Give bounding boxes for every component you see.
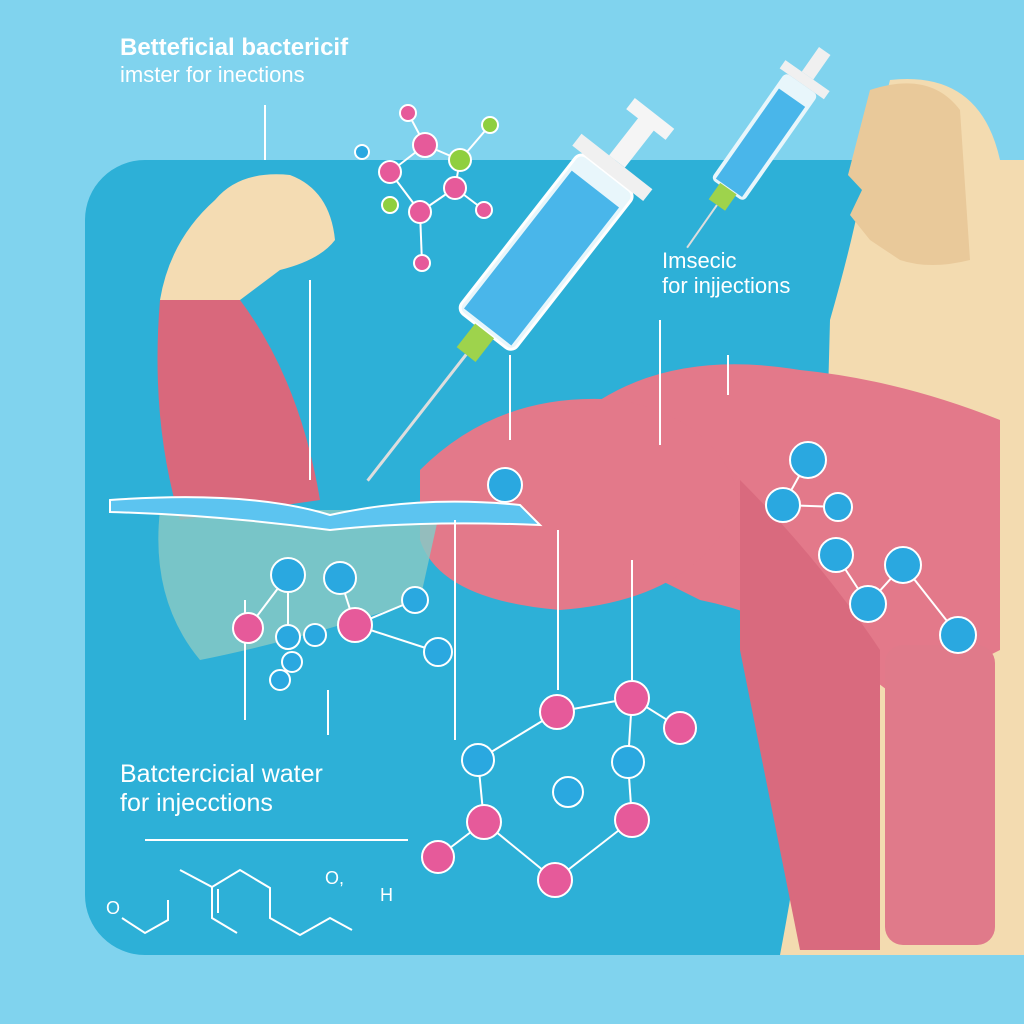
- syringe-large: [366, 98, 675, 482]
- label-top-line2: imster for inections: [120, 61, 305, 87]
- label-top-line1: Betteficial bactericif: [120, 34, 349, 61]
- fist: [160, 174, 335, 300]
- atom-h: H: [380, 885, 393, 905]
- atom-o2: O,: [325, 868, 345, 888]
- atom-o1: O: [106, 898, 121, 918]
- molecule-bottom: [421, 680, 697, 898]
- forearm-muscle: [157, 295, 320, 520]
- molecule-top: [354, 104, 499, 272]
- label-bottom-line2: for injecctions: [120, 788, 273, 817]
- chest-muscle: [740, 480, 880, 950]
- abdominal-muscle: [885, 645, 995, 945]
- molecule-right: [765, 441, 977, 654]
- bicep-muscle: [420, 398, 740, 610]
- head: [848, 83, 970, 265]
- label-right-line2: for injjections: [662, 273, 791, 299]
- water-surface: [109, 496, 543, 532]
- molecule-water: [232, 467, 523, 691]
- label-right-line1: Imsecic: [662, 248, 737, 273]
- syringe-small: [686, 47, 831, 249]
- pointer-lines: [145, 105, 729, 841]
- label-bottom-line1: Batctercicial water: [120, 760, 323, 788]
- label-top: Betteficial bactericif imster for inecti…: [120, 34, 348, 87]
- label-right: Imsecic for injjections: [662, 248, 790, 299]
- chemical-structure: [121, 868, 353, 937]
- label-bottom: Batctercicial water for injecctions: [120, 760, 323, 818]
